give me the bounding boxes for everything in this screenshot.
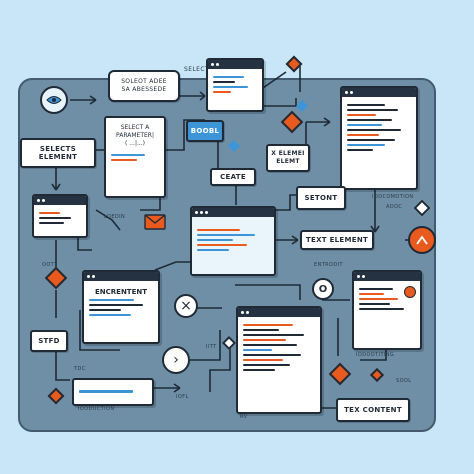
iodistiing-caption: IODOOTITING: [356, 352, 395, 358]
select-parameter-window[interactable]: SELECT A PARAMETER| ( ...|...): [104, 116, 166, 198]
o-circle-node[interactable]: O: [312, 278, 334, 300]
stfd-label[interactable]: STFD: [30, 330, 68, 352]
play-circle-icon[interactable]: ›: [162, 346, 190, 374]
code-window-bottom[interactable]: [236, 306, 322, 414]
iodcomotion-caption: IODCOMOTION: [372, 194, 414, 200]
close-circle-icon[interactable]: ×: [174, 294, 198, 318]
adoc-caption: ADOC: [386, 204, 403, 210]
rv-caption: RV: [240, 414, 248, 420]
text-element-label[interactable]: TEXT ELEMENT: [300, 230, 374, 250]
encrentent-window[interactable]: ENCRENTENT: [82, 270, 160, 344]
editor-window-left[interactable]: [32, 194, 88, 238]
encrentent-title: ENCRENTENT: [95, 288, 147, 296]
browser-window-center[interactable]: [190, 206, 276, 276]
idodtion-caption: IDODUCTION: [78, 406, 115, 412]
create-button[interactable]: CEATE: [210, 168, 256, 186]
tex-content-label[interactable]: TEX CONTENT: [336, 398, 410, 422]
speech-bubble-icon: SOLEOT ADEE SA ABESSEDE: [108, 70, 180, 102]
eye-icon[interactable]: [40, 86, 68, 114]
tdc-caption: TDC: [74, 366, 86, 372]
select-top-caption: SELECT: [184, 66, 209, 73]
input-bar-window[interactable]: [72, 378, 154, 406]
loedin-caption: LOEDIN: [104, 214, 126, 220]
code-window-right[interactable]: [340, 86, 418, 190]
blue-tag-label: BOOBL: [190, 127, 220, 135]
envelope-icon[interactable]: [144, 214, 166, 230]
status-dot-icon: [404, 286, 416, 298]
blue-tag[interactable]: BOOBL: [186, 120, 224, 142]
selects-element-label[interactable]: SELECTS ELEMENT: [20, 138, 96, 168]
editor-window-right-mid[interactable]: [352, 270, 422, 350]
select-parameter-text: SELECT A PARAMETER| ( ...|...): [116, 124, 154, 147]
x-element-label[interactable]: X ELEMEI ELEMT: [266, 144, 310, 172]
editor-window-top[interactable]: [206, 58, 264, 112]
entrodit-caption: ENTRODIT: [314, 262, 343, 268]
soot-caption: SOOL: [396, 378, 412, 384]
bubble-line-1: SOLEOT ADEE: [121, 78, 167, 85]
itt-caption: IITT: [206, 344, 217, 350]
bubble-line-2: SA ABESSEDE: [121, 86, 167, 93]
setont-label[interactable]: SETONT: [296, 186, 346, 210]
oott-caption: OOTT: [42, 262, 58, 268]
iofl-caption: IOFL: [176, 394, 189, 400]
warning-circle-icon[interactable]: [408, 226, 436, 254]
